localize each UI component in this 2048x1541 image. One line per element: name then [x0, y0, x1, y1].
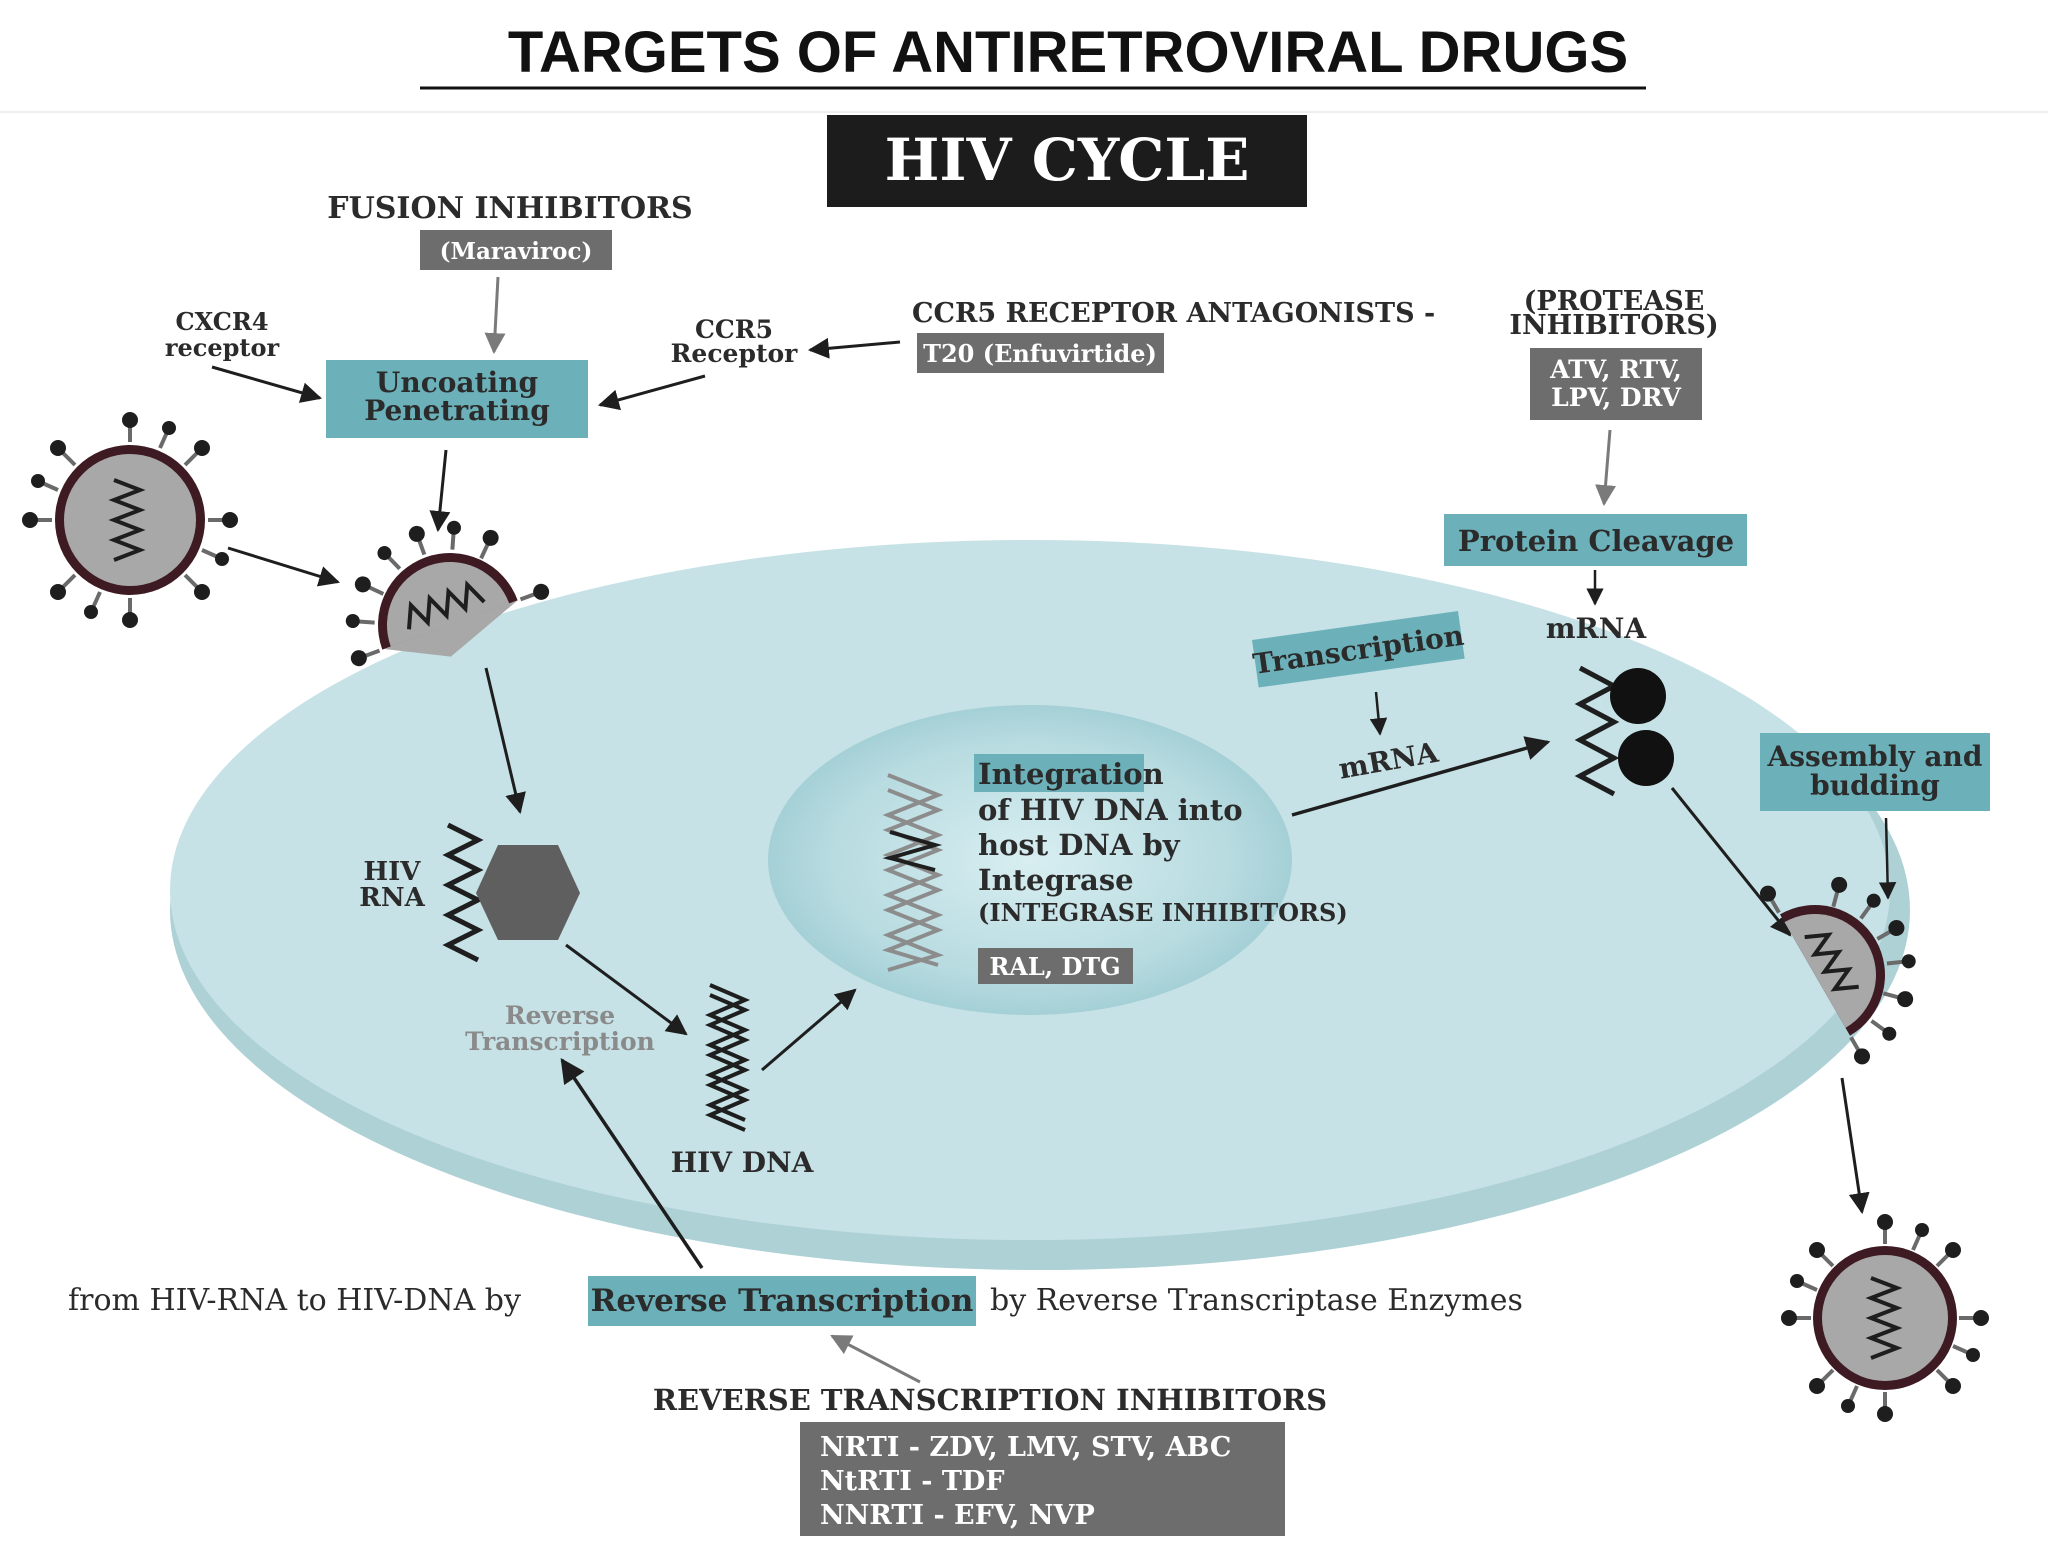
protein-cleavage-box: [1444, 514, 1747, 566]
rt-highlight-box: [588, 1276, 976, 1326]
reverse-transcription-inner-2: Transcription: [465, 1027, 655, 1056]
integration-highlight: [974, 754, 1144, 792]
virus-entering: [345, 520, 550, 667]
arrow-transcription-down: [1369, 691, 1388, 736]
arrow-ccr5: [597, 374, 706, 411]
reverse-transcription-inner-1: Reverse: [505, 1001, 615, 1030]
arrow-assembly-down: [1878, 817, 1897, 900]
arrow-rti-to-rt: [830, 1334, 921, 1384]
rt-sentence-before: from HIV-RNA to HIV-DNA by: [68, 1283, 521, 1318]
header-box: [827, 115, 1307, 207]
integration-line5: (INTEGRASE INHIBITORS): [978, 898, 1348, 927]
assembly-label-1: Assembly and: [1766, 740, 1982, 773]
arrow-nucleus-to-mrna: [1291, 736, 1551, 817]
rti-title: REVERSE TRANSCRIPTION INHIBITORS: [653, 1383, 1327, 1417]
integration-line3: host DNA by: [978, 828, 1181, 862]
fusion-inhibitors-title: FUSION INHIBITORS: [327, 191, 692, 226]
protease-drugs-line2: LPV, DRV: [1551, 383, 1681, 412]
rti-drugs-box: [800, 1422, 1285, 1536]
ccr5-antagonists-title: CCR5 RECEPTOR ANTAGONISTS -: [912, 298, 1435, 329]
t20-box: [917, 333, 1164, 373]
arrow-cxcr4: [211, 365, 323, 403]
arrow-mrna-to-budding: [1670, 787, 1792, 937]
uncoating-label-1: Uncoating: [376, 366, 538, 399]
arrow-rna-to-dna: [565, 943, 688, 1036]
header-title: HIV CYCLE: [885, 126, 1250, 194]
hiv-dna-label: HIV DNA: [671, 1146, 815, 1179]
virus-released: [1781, 1214, 1989, 1422]
arrow-protease-down: [1595, 429, 1616, 507]
rti-line3: NNRTI - EFV, NVP: [820, 1500, 1095, 1531]
rt-sentence-after: by Reverse Transcriptase Enzymes: [990, 1283, 1523, 1318]
ribosome-bottom: [1618, 730, 1674, 786]
maraviroc-label: (Maraviroc): [440, 238, 593, 265]
cxcr4-label-2: receptor: [165, 333, 280, 362]
arrow-dna-to-nucleus: [761, 988, 857, 1072]
arrow-virus-to-cell: [227, 546, 341, 587]
integrase-drugs-label: RAL, DTG: [989, 952, 1120, 981]
integration-line2: of HIV DNA into: [978, 793, 1243, 827]
virus-free-top-left: [22, 412, 238, 628]
ccr5-label-1: CCR5: [695, 315, 773, 344]
hiv-rna-label-1: HIV: [364, 857, 422, 887]
assembly-box: [1760, 733, 1990, 811]
rti-line1: NRTI - ZDV, LMV, STV, ABC: [820, 1432, 1231, 1463]
arrow-rt-up: [560, 1057, 704, 1269]
assembly-label-2: budding: [1810, 769, 1940, 802]
protein-cleavage-label: Protein Cleavage: [1458, 524, 1734, 558]
uncoating-box: [326, 360, 588, 438]
arrow-ccr5-antagonists: [807, 337, 901, 359]
protease-line1: (PROTEASE: [1524, 286, 1705, 317]
ccr5-label-2: Receptor: [671, 339, 799, 368]
arrow-budding-to-release: [1840, 1077, 1870, 1215]
protease-drugs-box: [1530, 348, 1702, 420]
cxcr4-label-1: CXCR4: [175, 307, 268, 336]
arrow-uncoating-down: [429, 449, 451, 533]
host-dna-strands: [881, 773, 945, 972]
mrna-strand: [1574, 665, 1620, 797]
t20-label: T20 (Enfuvirtide): [923, 339, 1157, 368]
arrow-entry-to-rna: [484, 667, 526, 815]
arrow-maraviroc: [484, 276, 506, 355]
ribosome-top: [1610, 668, 1666, 724]
integration-line4: Integrase: [978, 863, 1134, 897]
uncoating-label-2: Penetrating: [364, 394, 550, 427]
integrase-drugs-box: [978, 948, 1133, 984]
reverse-transcriptase-hexagon: [476, 845, 580, 940]
hiv-rna-strand: [442, 822, 484, 963]
protease-drugs-line1: ATV, RTV,: [1549, 355, 1682, 384]
mrna-top-label: mRNA: [1546, 612, 1647, 645]
maraviroc-box: [420, 230, 612, 270]
virus-budding: [1760, 876, 1916, 1065]
integration-line1: Integration: [978, 757, 1164, 791]
rt-sentence-highlight: Reverse Transcription: [591, 1283, 974, 1319]
hiv-dna-strand: [704, 983, 751, 1132]
page-title: TARGETS OF ANTIRETROVIRAL DRUGS: [508, 20, 1628, 85]
rti-line2: NtRTI - TDF: [820, 1466, 1005, 1497]
protease-line2: INHIBITORS): [1509, 310, 1718, 341]
hiv-rna-label-2: RNA: [359, 883, 425, 913]
